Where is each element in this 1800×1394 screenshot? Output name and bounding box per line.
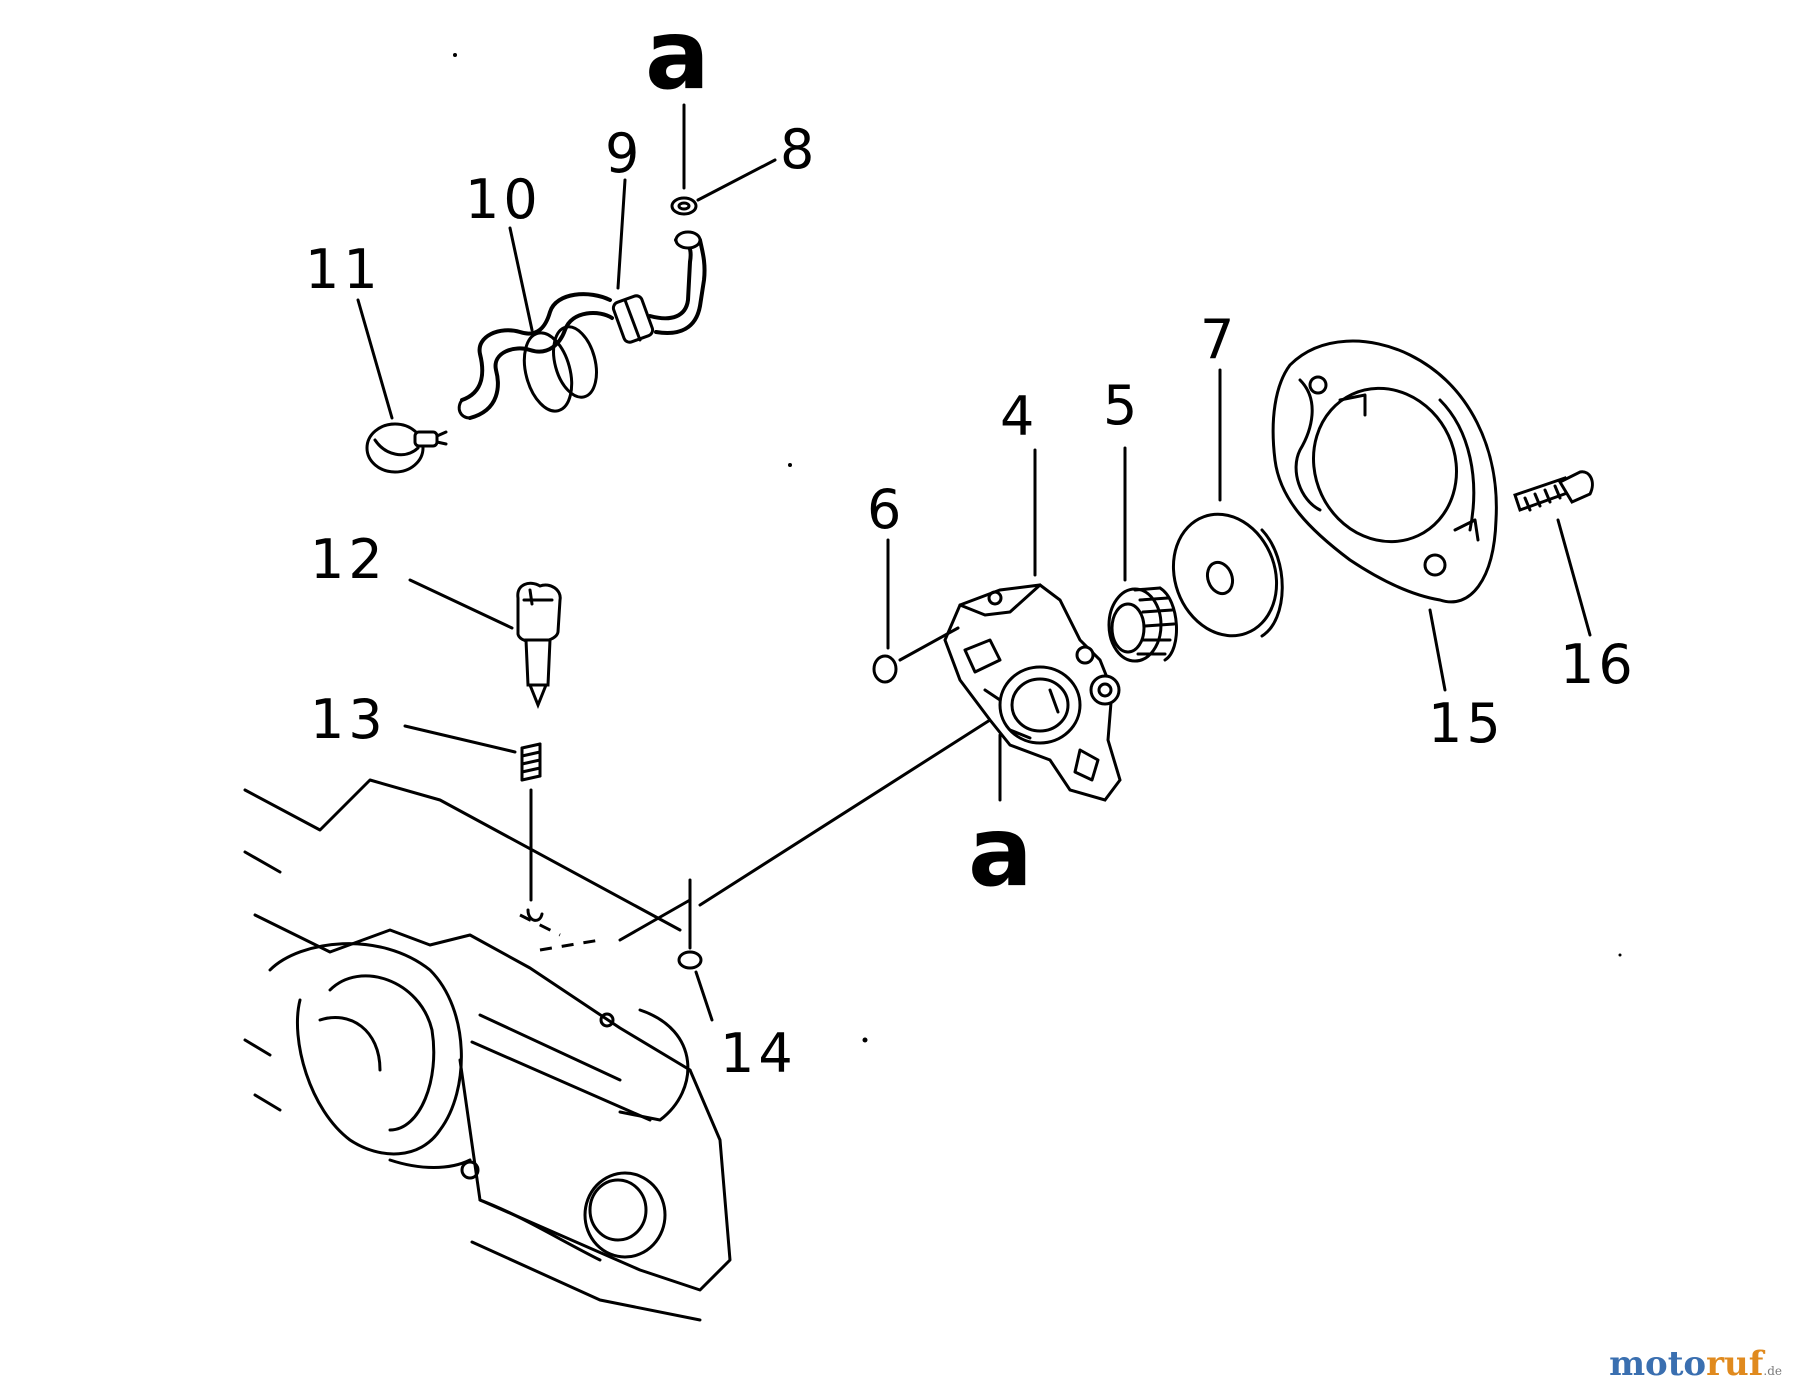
watermark-part1: moto <box>1609 1344 1707 1384</box>
housing-locator-marks <box>519 908 601 952</box>
part-14-oring <box>677 950 703 970</box>
pump-assembly-line <box>698 718 992 907</box>
part-11-leader <box>356 298 394 420</box>
part-5-worm-gear <box>1107 586 1178 663</box>
part-13-leader <box>403 724 517 754</box>
scan-specks <box>453 53 1622 1043</box>
part-12-leader <box>408 578 514 630</box>
part-15-cover <box>1271 339 1498 604</box>
part-5-label: 5 <box>1103 374 1141 437</box>
part-9-label: 9 <box>605 122 643 185</box>
part-16-leader <box>1556 518 1592 637</box>
part-10-label: 10 <box>465 168 542 231</box>
part-9-leader <box>616 178 627 290</box>
part-11-filter <box>365 422 448 474</box>
saw-housing <box>243 778 732 1322</box>
part-14-leader <box>694 970 714 1022</box>
part-16-label: 16 <box>1560 633 1637 696</box>
part-8-nut <box>670 196 698 216</box>
part-12-label: 12 <box>310 528 387 591</box>
part-8-label: 8 <box>780 118 818 181</box>
part-10-hose <box>457 292 614 420</box>
ref-a-bottom-label: a <box>968 796 1033 908</box>
watermark-part2: ruf <box>1706 1344 1764 1384</box>
watermark-logo: motoruf.de <box>1609 1344 1782 1384</box>
part-11-label: 11 <box>305 238 382 301</box>
part-12-nozzle <box>516 581 562 710</box>
part-7-washer <box>1171 512 1284 638</box>
part-7-label: 7 <box>1200 308 1238 371</box>
part-8-leader <box>696 158 777 202</box>
part-15-leader <box>1428 608 1447 692</box>
part-13-spring <box>520 742 542 782</box>
part-9-pipe <box>611 230 707 344</box>
part-13-label: 13 <box>310 688 387 751</box>
part-6-fit-line <box>898 626 960 662</box>
part-14-label: 14 <box>720 1022 797 1085</box>
part-4-label: 4 <box>1000 385 1038 448</box>
part-15-label: 15 <box>1428 692 1505 755</box>
part-6-oring <box>872 654 898 684</box>
part-4-oil-pump <box>943 583 1122 802</box>
watermark-part3: .de <box>1763 1364 1782 1378</box>
part-6-label: 6 <box>867 478 905 541</box>
pump-assembly-line-lower <box>618 898 692 942</box>
part-10-leader <box>508 226 534 332</box>
ref-a-top-label: a <box>645 0 710 111</box>
part-16-screw <box>1513 470 1594 512</box>
